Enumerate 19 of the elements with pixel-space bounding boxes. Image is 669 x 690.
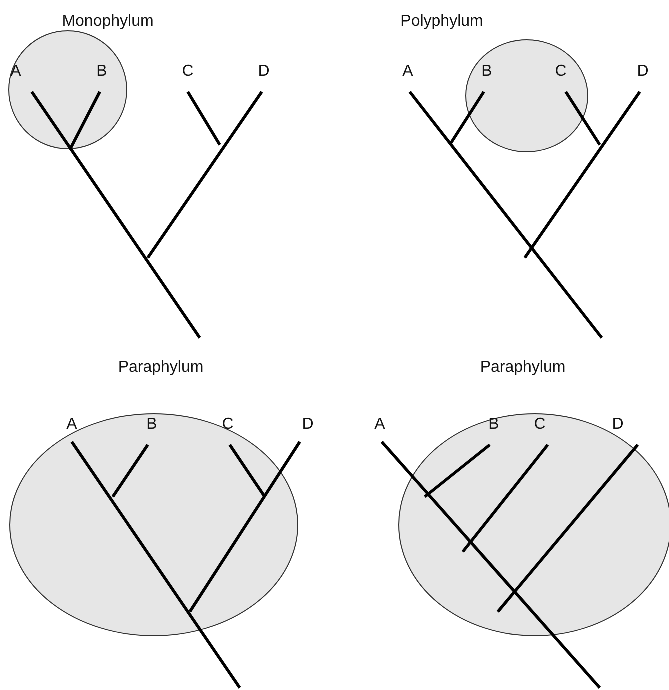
taxon-label: B [96, 63, 108, 81]
taxon-label: D [637, 63, 649, 81]
taxon-label: C [555, 63, 567, 81]
taxon-label: A [374, 416, 386, 434]
taxon-label: C [534, 416, 546, 434]
taxon-label: D [302, 416, 314, 434]
taxon-label: B [482, 63, 492, 81]
taxon-label: D [258, 63, 270, 81]
taxon-label: A [66, 416, 78, 434]
taxon-label: C [182, 63, 194, 81]
taxon-label: A [402, 63, 414, 81]
taxon-label: B [488, 416, 500, 434]
taxon-label: C [222, 416, 234, 434]
panel-title: Monophylum [62, 13, 154, 31]
panel-title: Paraphylum [118, 359, 204, 377]
taxon-label: B [146, 416, 158, 434]
panel-title: Paraphylum [480, 359, 566, 377]
taxon-label: D [612, 416, 624, 434]
panel-title: Polyphylum [400, 13, 484, 31]
